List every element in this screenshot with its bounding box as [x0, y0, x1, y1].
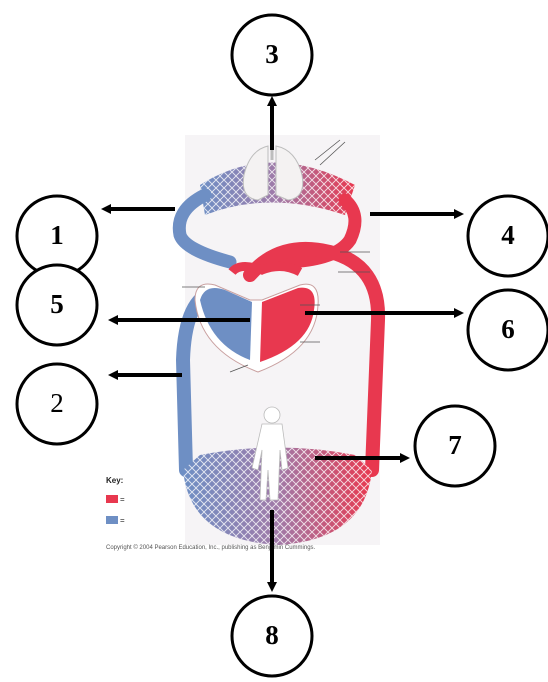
key-red-swatch — [106, 495, 118, 503]
key-blue-eq: = — [120, 516, 125, 525]
label-circle-8: 8 — [232, 596, 312, 676]
label-circle-2: 2 — [17, 364, 97, 444]
circulation-illustration: Key: = = Copyright © 2004 Pearson Educat… — [106, 135, 380, 551]
label-circle-4: 4 — [468, 196, 548, 276]
label-number-4: 4 — [501, 220, 515, 250]
key-red-eq: = — [120, 495, 125, 504]
label-circle-5: 5 — [17, 265, 97, 345]
label-circle-7: 7 — [415, 406, 495, 486]
label-number-1: 1 — [50, 220, 64, 250]
label-circle-6: 6 — [468, 290, 548, 370]
label-number-8: 8 — [265, 620, 279, 650]
key-blue-swatch — [106, 516, 118, 524]
label-number-3: 3 — [265, 39, 279, 69]
label-circle-3: 3 — [232, 15, 312, 95]
copyright-text: Copyright © 2004 Pearson Education, Inc.… — [106, 544, 316, 551]
color-key: Key: = = — [106, 476, 125, 525]
label-number-7: 7 — [448, 430, 462, 460]
label-number-6: 6 — [501, 314, 515, 344]
key-title: Key: — [106, 476, 123, 485]
label-number-2: 2 — [50, 388, 64, 418]
label-number-5: 5 — [50, 289, 64, 319]
